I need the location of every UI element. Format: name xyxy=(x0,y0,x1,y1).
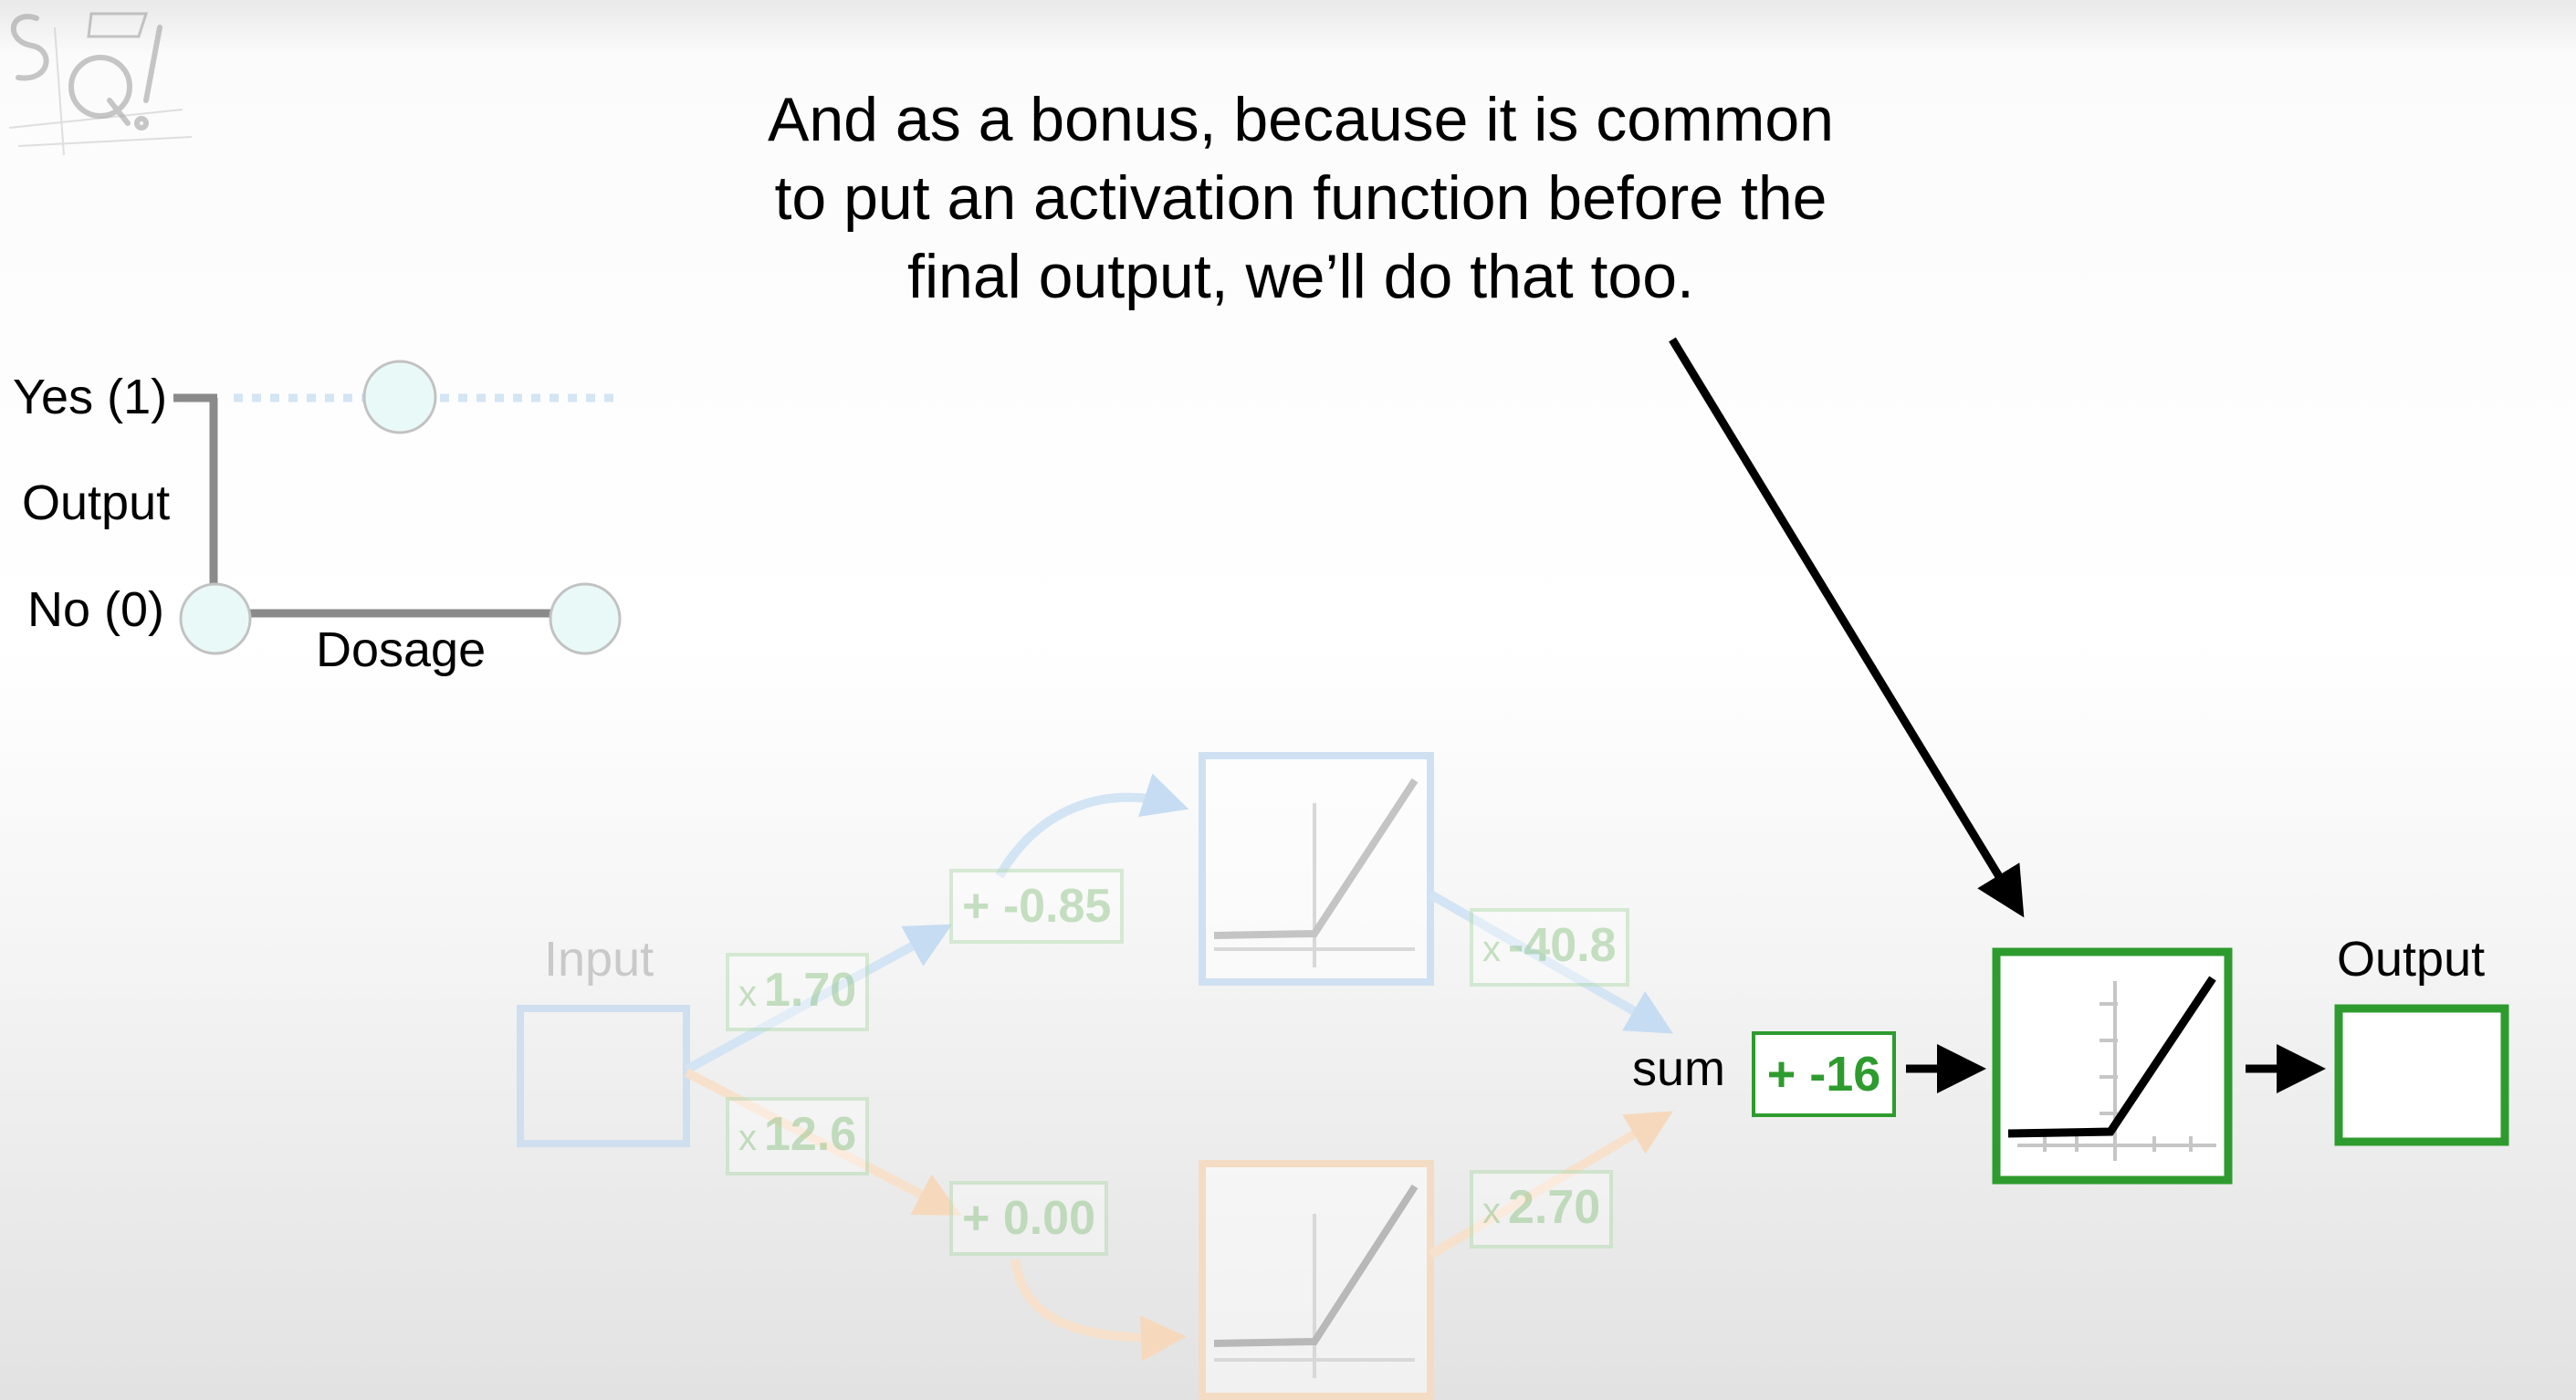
dosage-output-graph xyxy=(173,360,622,655)
graph-output-label: Output xyxy=(22,475,171,530)
output-box xyxy=(2334,1004,2509,1146)
statquest-logo xyxy=(8,12,193,156)
top-output-weight-prefix: x xyxy=(1482,929,1501,969)
relu-curve xyxy=(2007,976,2216,1138)
bottom-output-weight-prefix: x xyxy=(1482,1191,1501,1231)
caption-line-3: final output, we’ll do that too. xyxy=(907,242,1694,311)
final-activation xyxy=(1906,947,2509,1185)
final-bias-box: + -16 xyxy=(1752,1031,1896,1117)
sum-label: sum xyxy=(1632,1041,1726,1096)
bottom-bias-value: + 0.00 xyxy=(962,1192,1096,1245)
data-point-no-high xyxy=(549,582,622,655)
input-to-bottom-connection xyxy=(684,1068,962,1216)
top-output-weight-box: x-40.8 xyxy=(1470,908,1629,987)
caption-text: And as a bonus, because it is common to … xyxy=(639,80,1963,316)
input-label: Input xyxy=(544,932,654,987)
caption-line-1: And as a bonus, because it is common xyxy=(768,85,1834,154)
bottom-bias-box: + 0.00 xyxy=(949,1181,1109,1256)
top-weight-value: 1.70 xyxy=(764,964,857,1017)
top-bias-box: + -0.85 xyxy=(949,869,1125,944)
top-weight-prefix: x xyxy=(738,974,757,1014)
input-to-top-connection xyxy=(684,924,953,1074)
top-to-sum-connection xyxy=(1428,890,1674,1034)
faded-network xyxy=(517,752,1674,1400)
dosage-label: Dosage xyxy=(316,622,487,677)
network-output-label: Output xyxy=(2337,932,2486,987)
bottom-weight-value: 12.6 xyxy=(764,1108,857,1161)
data-point-yes xyxy=(362,360,437,434)
bottom-curve-arrow xyxy=(1011,1259,1187,1362)
no-label: No (0) xyxy=(27,582,165,637)
top-curve-arrow xyxy=(995,773,1189,879)
yes-label: Yes (1) xyxy=(13,370,168,424)
input-box xyxy=(517,1005,690,1147)
bottom-to-sum-connection xyxy=(1428,1111,1673,1259)
bottom-output-weight-value: 2.70 xyxy=(1508,1181,1601,1234)
top-output-weight-value: -40.8 xyxy=(1508,919,1617,972)
bottom-weight-prefix: x xyxy=(738,1118,757,1158)
data-point-no-low xyxy=(179,582,252,655)
top-bias-value: + -0.85 xyxy=(962,880,1112,933)
caption-pointer-arrow xyxy=(1669,337,2025,918)
caption-line-2: to put an activation function before the xyxy=(774,163,1827,233)
